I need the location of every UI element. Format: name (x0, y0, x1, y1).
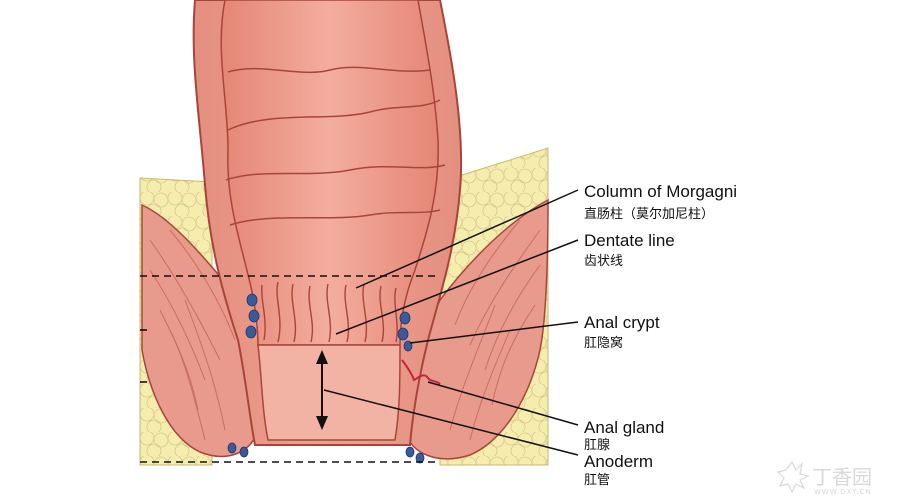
svg-text:肛腺: 肛腺 (584, 438, 610, 453)
label-anal-gland: Anal gland 肛腺 (584, 418, 664, 453)
svg-text:齿状线: 齿状线 (584, 254, 623, 269)
svg-text:丁香园: 丁香园 (812, 465, 872, 489)
leader-lines (323, 189, 579, 456)
label-anoderm: Anoderm 肛管 (584, 452, 653, 488)
svg-text:Column of Morgagni: Column of Morgagni (584, 182, 737, 201)
rectal-folds (225, 66, 446, 226)
hemorrhoidal-vessels (227, 293, 425, 464)
anal-canal-arrow (316, 350, 328, 430)
svg-text:WWW.DXY.CN: WWW.DXY.CN (814, 488, 872, 496)
dxy-flower-icon (776, 460, 810, 494)
watermark-logo: 丁香园 WWW.DXY.CN (776, 460, 872, 496)
label-dentate-line: Dentate line 齿状线 (584, 231, 675, 269)
svg-text:Anoderm: Anoderm (584, 452, 653, 471)
svg-text:Anal gland: Anal gland (584, 418, 664, 437)
anal-gland-duct (401, 359, 441, 385)
left-sphincter (141, 203, 260, 458)
morgagni-columns (260, 281, 398, 343)
label-column-of-morgagni: Column of Morgagni 直肠柱（莫尔加尼柱） (584, 182, 737, 222)
svg-text:Anal crypt: Anal crypt (584, 313, 660, 332)
svg-text:Dentate line: Dentate line (584, 231, 675, 250)
svg-text:肛隐窝: 肛隐窝 (584, 335, 623, 351)
right-sphincter (404, 198, 549, 460)
anal-canal (257, 344, 401, 441)
reference-lines (140, 275, 440, 463)
svg-text:直肠柱（莫尔加尼柱）: 直肠柱（莫尔加尼柱） (584, 207, 714, 222)
svg-text:肛管: 肛管 (584, 473, 610, 488)
label-anal-crypt: Anal crypt 肛隐窝 (584, 313, 660, 351)
